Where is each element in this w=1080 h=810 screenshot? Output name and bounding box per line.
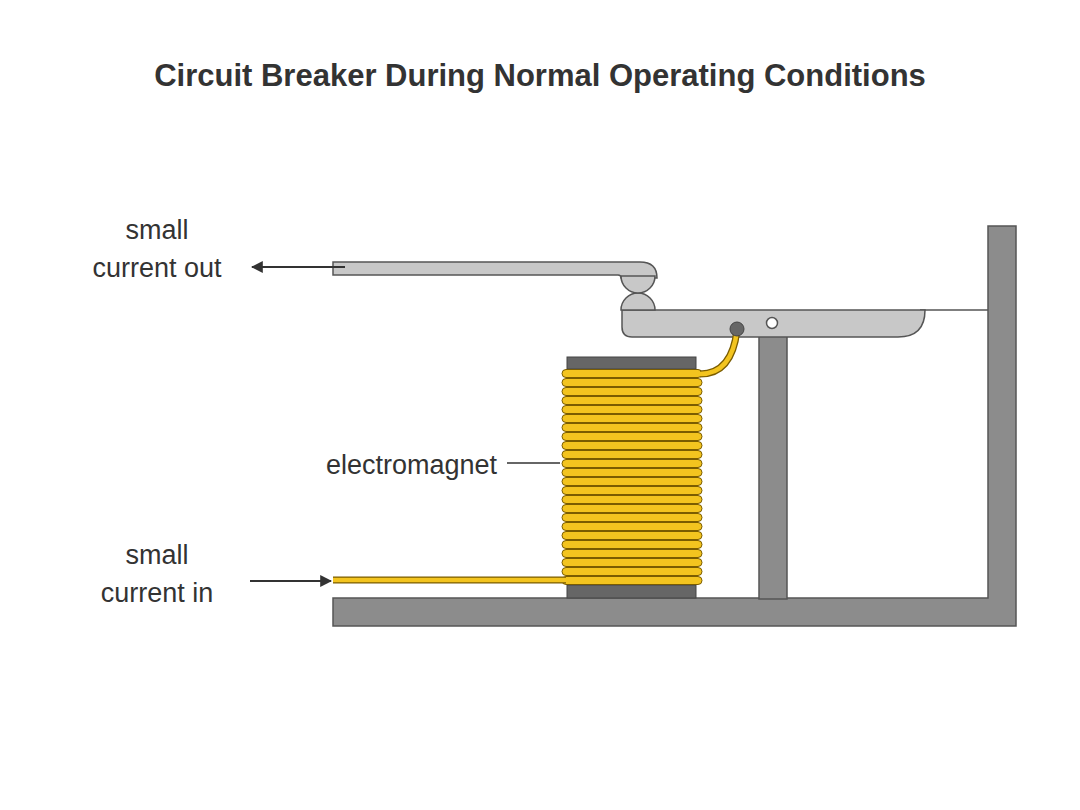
frame-base: [333, 226, 1016, 626]
coil-turn: [562, 370, 702, 378]
coil-turn: [562, 559, 702, 567]
spring-line: [920, 309, 988, 311]
coil-turn: [562, 550, 702, 558]
part-label: small current out: [82, 211, 232, 287]
coil-turn: [562, 514, 702, 522]
part-label: small current in: [82, 536, 232, 612]
coil-turn: [562, 379, 702, 387]
pivot-pin: [767, 318, 778, 329]
coil-turn: [562, 496, 702, 504]
coil-turn: [562, 532, 702, 540]
coil-turn: [562, 523, 702, 531]
coil-turn: [562, 424, 702, 432]
upper-contact: [621, 276, 655, 293]
coil-windings: [562, 370, 702, 585]
coil-turn: [562, 541, 702, 549]
coil-turn: [562, 478, 702, 486]
lever-arm: [622, 310, 925, 337]
wire-terminal: [730, 322, 744, 336]
current-out-arrow: [252, 266, 345, 268]
diagram-title: Circuit Breaker During Normal Operating …: [0, 58, 1080, 94]
coil-turn: [562, 451, 702, 459]
coil-turn: [562, 406, 702, 414]
current-in-arrow: [250, 580, 331, 582]
core-top: [567, 357, 696, 369]
coil-turn: [562, 442, 702, 450]
wire-in-outline: [333, 577, 566, 584]
leader-line: [507, 462, 560, 464]
core-bottom: [567, 585, 696, 598]
coil-turn: [562, 388, 702, 396]
coil-turn: [562, 487, 702, 495]
coil-turn: [562, 505, 702, 513]
wire-up: [700, 330, 737, 374]
wire-in: [333, 578, 566, 583]
upper-arm: [333, 262, 657, 278]
coil-turn: [562, 568, 702, 576]
coil-turn: [562, 397, 702, 405]
lower-contact: [621, 293, 655, 310]
part-label: electromagnet: [326, 446, 497, 484]
coil-turn: [562, 577, 702, 585]
wire-up-outline: [700, 330, 737, 374]
coil-turn: [562, 460, 702, 468]
coil-turn: [562, 433, 702, 441]
coil-turn: [562, 415, 702, 423]
coil-turn: [562, 469, 702, 477]
pivot-post: [759, 322, 787, 599]
